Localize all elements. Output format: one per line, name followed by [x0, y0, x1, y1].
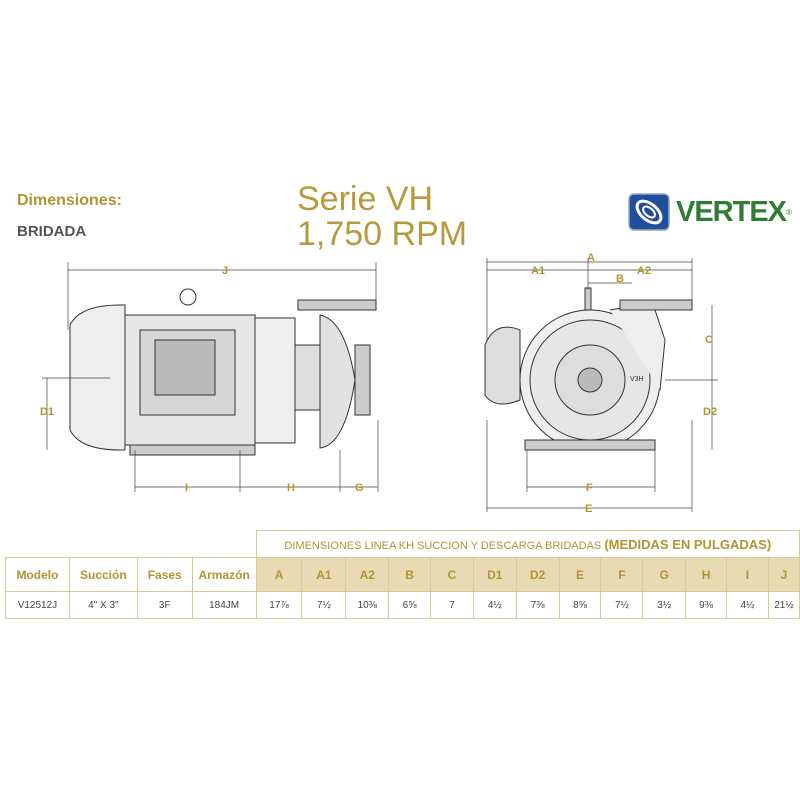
label-D1: D1: [40, 406, 54, 418]
column-header: E: [558, 557, 602, 592]
label-I: I: [185, 482, 188, 494]
column-header: D1: [472, 557, 517, 592]
label-E: E: [585, 503, 592, 515]
table-cell: 8⅝: [558, 591, 602, 619]
table-caption: DIMENSIONES LINEA KH SUCCION Y DESCARGA …: [255, 530, 800, 558]
side-view: [69, 288, 377, 456]
front-view: [484, 287, 693, 451]
front-dimensions: [486, 258, 718, 512]
column-header: B: [388, 557, 432, 592]
series-title: Serie VH: [297, 180, 434, 218]
column-header: A: [255, 557, 303, 592]
label-D2: D2: [703, 406, 717, 418]
label-H: H: [287, 482, 295, 494]
table-cell: 4½: [472, 591, 517, 619]
column-header: F: [600, 557, 644, 592]
table-cell: 3F: [136, 591, 193, 619]
registered-mark: ®: [786, 207, 792, 217]
column-header: C: [430, 557, 474, 592]
column-header: G: [642, 557, 687, 592]
column-header: H: [685, 557, 728, 592]
rpm-title: 1,750 RPM: [297, 215, 468, 253]
column-header: I: [726, 557, 769, 592]
label-A2: A2: [637, 265, 651, 277]
column-header: A2: [345, 557, 390, 592]
table-cell: 7⅜: [515, 591, 560, 619]
section-subtitle: BRIDADA: [17, 223, 87, 240]
column-header: J: [767, 557, 800, 592]
column-header: A1: [301, 557, 347, 592]
column-header: Armazón: [191, 557, 257, 592]
table-cell: V12512J: [5, 591, 70, 619]
table-cell: 7½: [301, 591, 347, 619]
table-cell: 10⅜: [345, 591, 390, 619]
section-title: Dimensiones:: [17, 192, 122, 209]
label-F: F: [586, 482, 593, 494]
pump-plate: V3H: [630, 376, 644, 383]
label-A: A: [587, 252, 595, 264]
column-header: Fases: [136, 557, 193, 592]
label-A1: A1: [531, 265, 545, 277]
caption-units: (MEDIDAS EN PULGADAS): [604, 536, 772, 552]
table-cell: 3½: [642, 591, 687, 619]
table-cell: 4½: [726, 591, 769, 619]
dimensions-table: DIMENSIONES LINEA KH SUCCION Y DESCARGA …: [5, 530, 800, 619]
caption-text: DIMENSIONES LINEA KH SUCCION Y DESCARGA …: [284, 539, 605, 552]
side-dimensions: [42, 262, 379, 492]
vertex-logo-icon: [628, 193, 670, 231]
table-cell: 7: [430, 591, 474, 619]
table-cell: 17⅞: [255, 591, 303, 619]
vertex-logo: VERTEX®: [628, 193, 792, 231]
table-cell: 21½: [767, 591, 800, 619]
dimension-drawing: J D1 I H G A A1 A2 B C D2 F E V3H: [40, 252, 718, 515]
table-cell: 7½: [600, 591, 644, 619]
label-B: B: [616, 273, 624, 285]
column-header: Modelo: [5, 557, 70, 592]
table-cell: 9⅜: [685, 591, 728, 619]
label-J: J: [222, 265, 228, 277]
table-cell: 4" X 3": [68, 591, 138, 619]
column-header: Succión: [68, 557, 138, 592]
column-header: D2: [515, 557, 560, 592]
table-cell: 6⅝: [388, 591, 432, 619]
label-C: C: [705, 334, 713, 346]
brand-name: VERTEX: [676, 195, 787, 228]
label-G: G: [355, 482, 364, 494]
table-cell: 184JM: [191, 591, 257, 619]
